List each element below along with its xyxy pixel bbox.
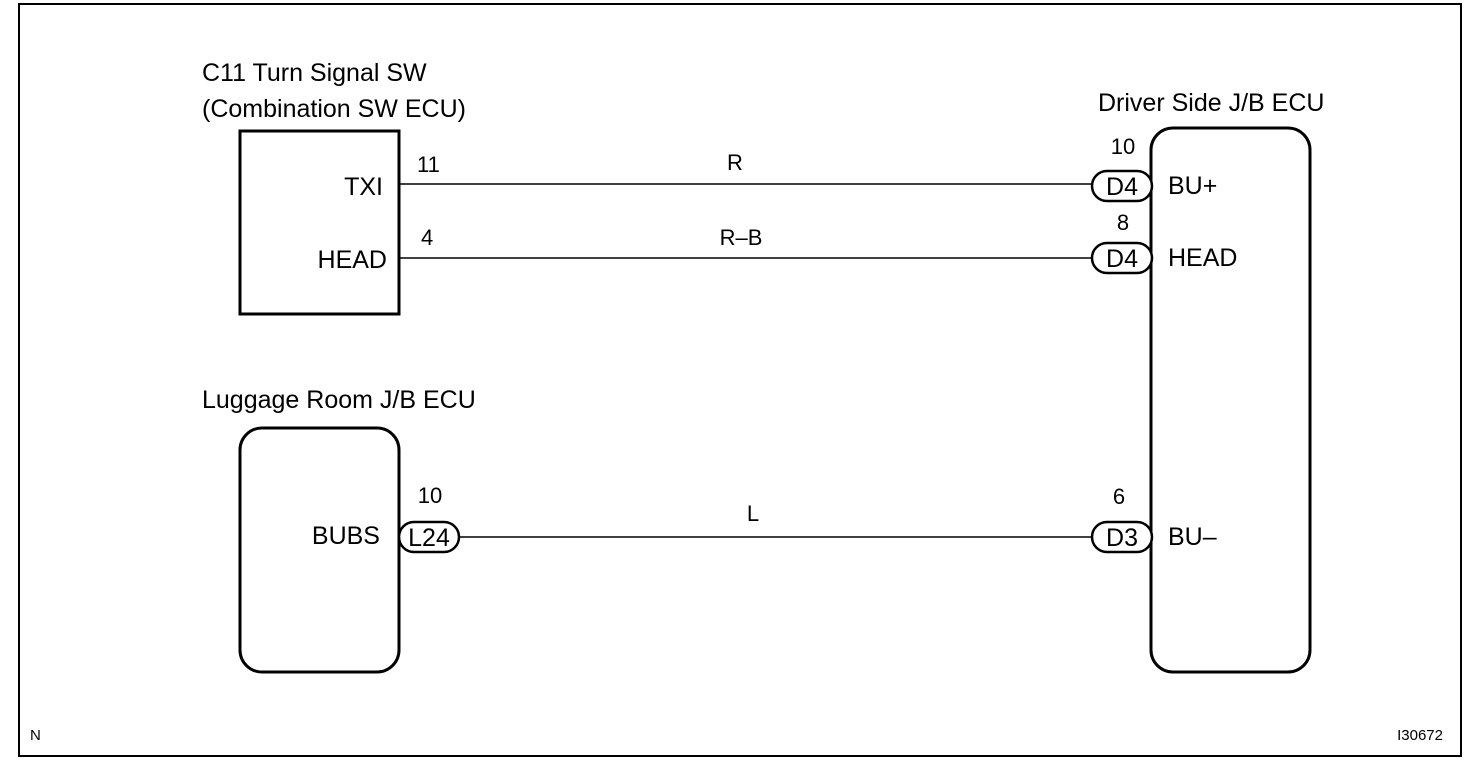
connector-d3 [1090,520,1154,554]
wire-l-color-code: L [747,501,759,526]
terminal-head-left: HEAD [318,246,387,274]
connector-l24-pin: 10 [418,483,442,508]
connector-d3-label: D3 [1106,524,1138,552]
terminal-bubs: BUBS [312,522,380,550]
terminal-txi: TXI [344,173,383,201]
connector-d4-top [1090,169,1154,203]
terminal-bu-minus: BU– [1168,523,1217,551]
connector-d4-top-label: D4 [1106,173,1138,201]
diagram-frame [18,3,1462,757]
wire-l-to-pin: 6 [1113,484,1125,509]
turn-signal-sw-subtitle: (Combination SW ECU) [202,95,466,123]
wire-r-color-code: R [727,150,743,175]
luggage-room-ecu-box [238,426,401,674]
wire-r-b-color-code: R–B [720,225,763,250]
figure-id: I30672 [1397,727,1443,744]
driver-side-ecu-title: Driver Side J/B ECU [1098,89,1324,117]
turn-signal-sw-title: C11 Turn Signal SW [202,59,427,87]
connector-l24-label: L24 [408,524,450,552]
footer-left-mark: N [30,727,41,744]
luggage-room-ecu-title: Luggage Room J/B ECU [202,386,476,414]
terminal-head-right: HEAD [1168,244,1237,272]
driver-side-ecu-box [1149,126,1312,674]
wire-r-to-pin: 10 [1111,134,1135,159]
wire-r-from-pin: 11 [417,152,440,177]
wire-r-b-from-pin: 4 [421,225,433,250]
connector-d4-middle-label: D4 [1106,245,1138,273]
terminal-bu-plus: BU+ [1168,172,1217,200]
turn-signal-sw-box [238,129,401,316]
wire-r-b-to-pin: 8 [1117,210,1129,235]
connector-d4-middle [1090,241,1154,275]
